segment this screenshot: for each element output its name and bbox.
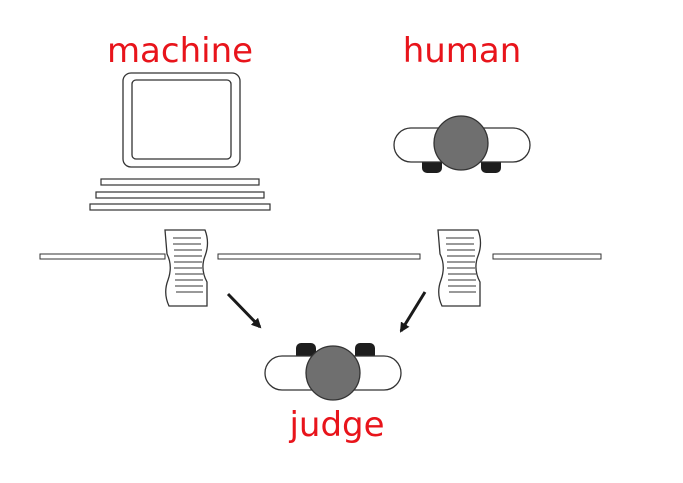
keyboard-tier-1 <box>100 178 260 186</box>
human-label: human <box>403 31 522 71</box>
human-person-icon <box>393 115 531 173</box>
keyboard-tier-3 <box>89 203 271 211</box>
computer-terminal-icon <box>89 72 271 211</box>
human-head <box>433 115 489 171</box>
judge-label: judge <box>288 405 384 445</box>
keyboard-tier-2 <box>95 191 265 199</box>
paper-note-icon <box>164 229 209 307</box>
paper-note-icon <box>437 229 482 307</box>
monitor-screen <box>131 79 232 160</box>
machine-label: machine <box>107 31 253 71</box>
judge-head <box>305 345 361 401</box>
arrow-human-to-judge <box>399 291 427 333</box>
judge-person-icon <box>264 343 402 401</box>
arrow-machine-to-judge <box>226 292 262 329</box>
partition-wall <box>39 253 602 260</box>
